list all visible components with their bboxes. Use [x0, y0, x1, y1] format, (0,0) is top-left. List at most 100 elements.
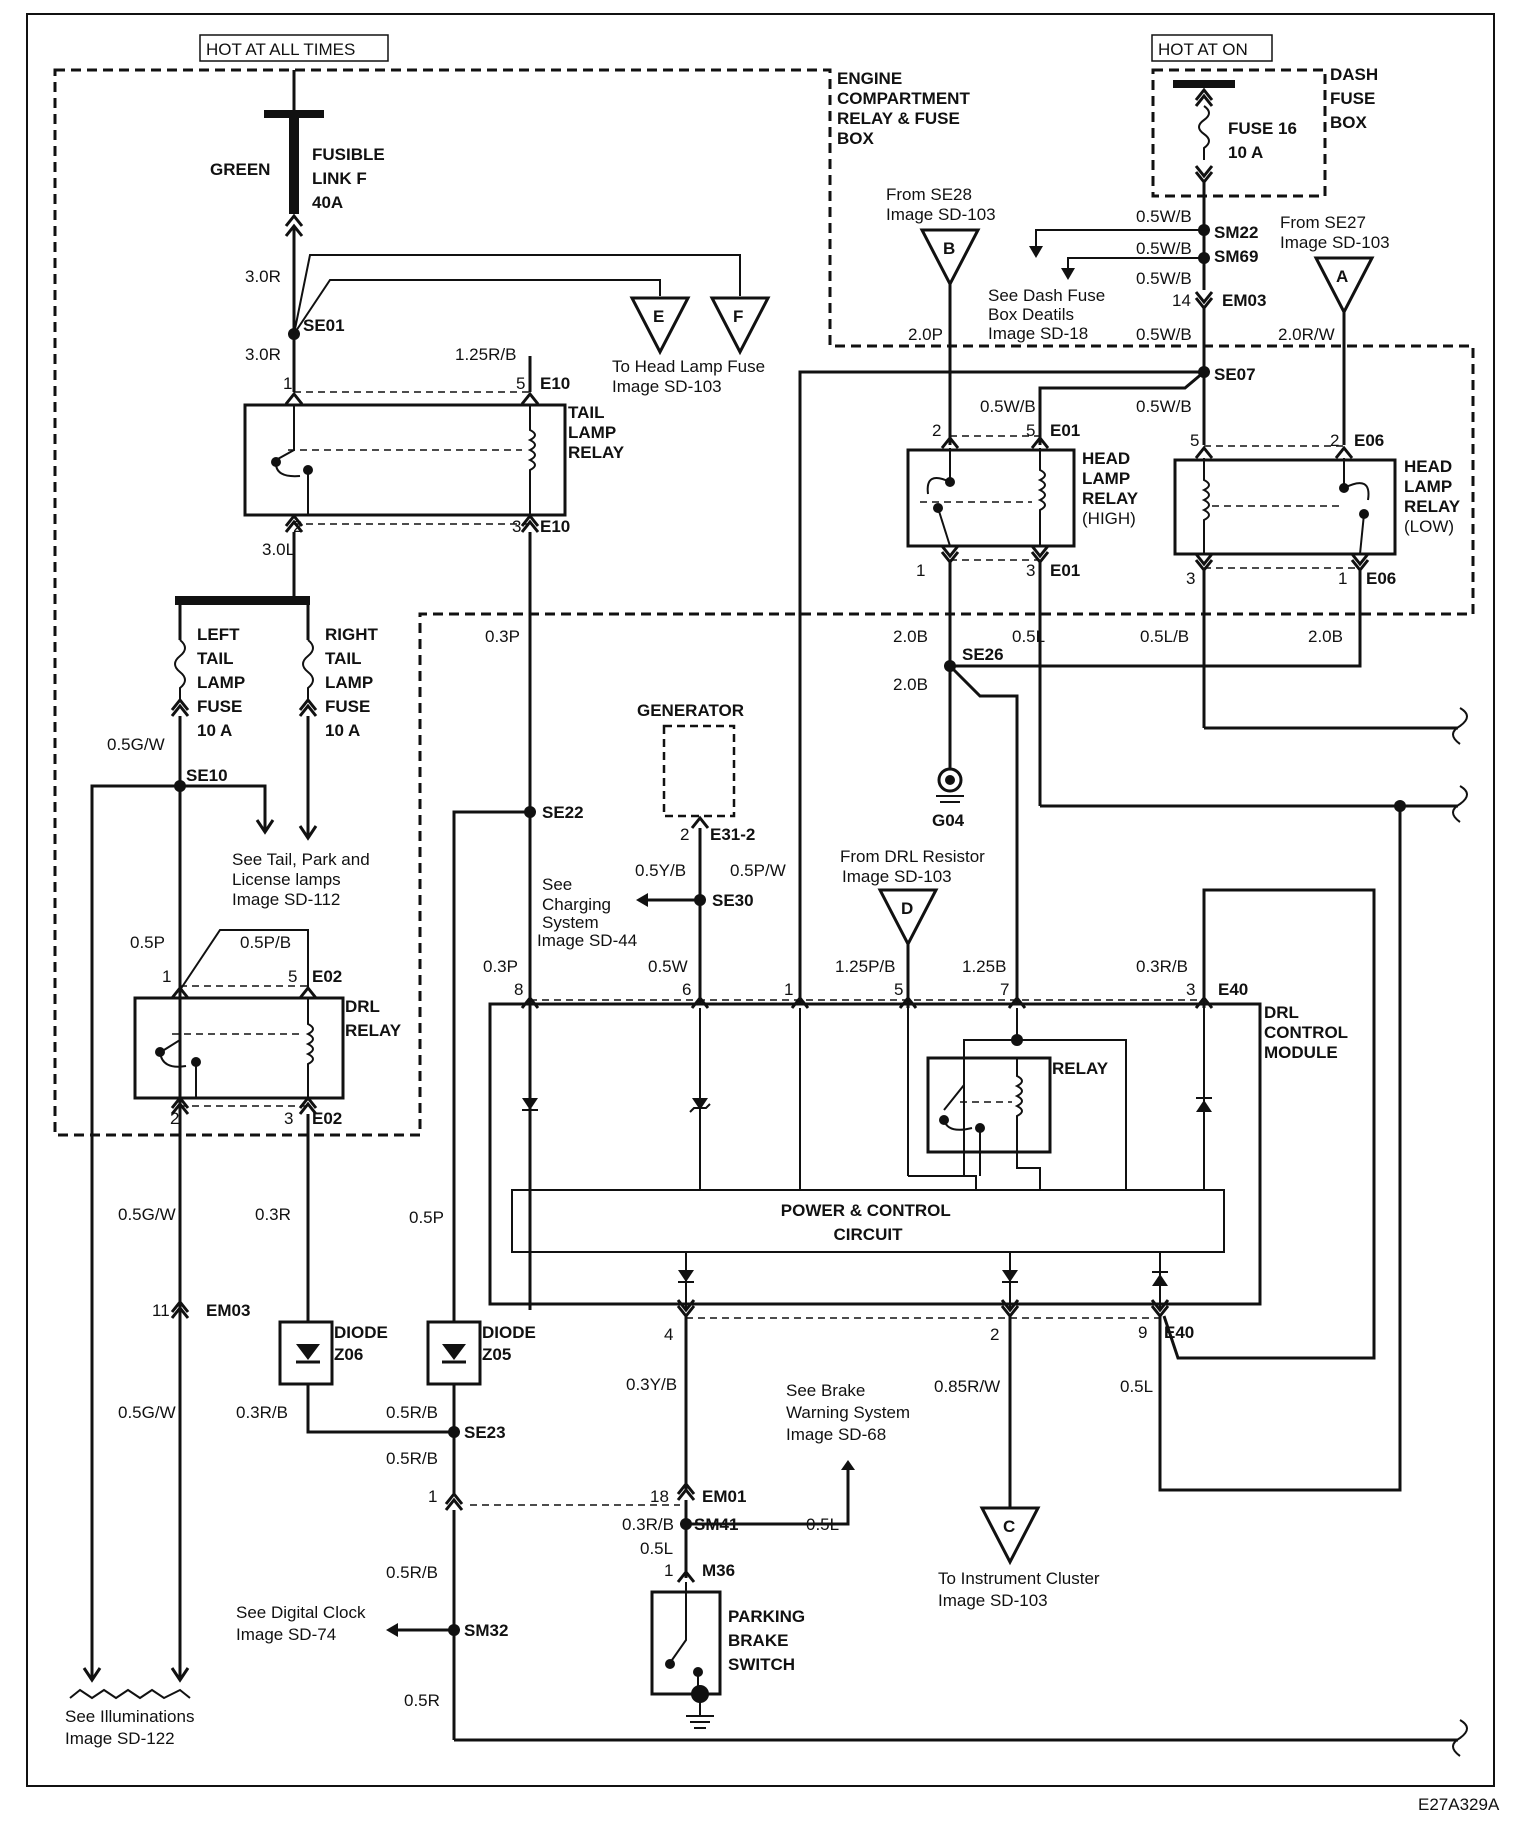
svg-text:E02: E02	[312, 1109, 342, 1128]
svg-text:2: 2	[680, 825, 689, 844]
svg-text:0.5W/B: 0.5W/B	[1136, 325, 1192, 344]
svg-text:1: 1	[283, 374, 292, 393]
hot-at-all-times-label: HOT AT ALL TIMES	[206, 40, 355, 59]
power-control-circuit	[511, 1189, 1225, 1253]
svg-text:3: 3	[1186, 569, 1195, 588]
svg-text:0.5W: 0.5W	[648, 957, 688, 976]
connector-e	[629, 296, 691, 356]
svg-text:HEAD LAMP RELAY: HEAD LAMP RELAY	[1404, 457, 1461, 516]
dash-fuse-box-enclosure	[1151, 68, 1327, 198]
svg-text:5: 5	[1026, 421, 1035, 440]
svg-text:0.5L: 0.5L	[806, 1515, 839, 1534]
svg-text:1: 1	[428, 1487, 437, 1506]
svg-text:SE22: SE22	[542, 803, 584, 822]
svg-text:5: 5	[1190, 431, 1199, 450]
drl-control-module	[488, 1002, 1262, 1306]
inner-relay	[926, 1056, 1052, 1154]
from-se27-note: From SE27 Image SD-103	[1280, 213, 1390, 252]
fuse16-label: FUSE 16 10 A	[1228, 119, 1302, 162]
svg-text:0.5P/W: 0.5P/W	[730, 861, 786, 880]
svg-text:3.0R: 3.0R	[245, 267, 281, 286]
svg-text:E10: E10	[540, 517, 570, 536]
dash-box-label: DASH FUSE BOX	[1330, 65, 1383, 132]
svg-text:1: 1	[784, 980, 793, 999]
svg-text:1.25B: 1.25B	[962, 957, 1006, 976]
svg-text:RELAY: RELAY	[1052, 1059, 1109, 1078]
head-lamp-relay-low	[1173, 458, 1397, 556]
svg-text:1: 1	[1338, 569, 1347, 588]
svg-text:0.5P: 0.5P	[130, 933, 165, 952]
svg-text:18: 18	[650, 1487, 669, 1506]
illuminations-note: See Illuminations Image SD-122	[65, 1707, 199, 1748]
svg-text:(LOW): (LOW)	[1404, 517, 1454, 536]
head-lamp-fuse-note: To Head Lamp Fuse Image SD-103	[612, 357, 770, 396]
svg-text:2: 2	[1330, 431, 1339, 450]
svg-text:0.3P: 0.3P	[483, 957, 518, 976]
from-se28-note: From SE28 Image SD-103	[886, 185, 996, 224]
fusible-link-bar	[264, 110, 324, 118]
svg-text:0.5R/B: 0.5R/B	[386, 1563, 438, 1582]
svg-text:EM03: EM03	[1222, 291, 1266, 310]
svg-text:2.0B: 2.0B	[893, 675, 928, 694]
tail-park-note: See Tail, Park and License lamps Image S…	[232, 850, 374, 909]
svg-text:4: 4	[664, 1325, 673, 1344]
svg-text:1.25P/B: 1.25P/B	[835, 957, 896, 976]
svg-text:E01: E01	[1050, 421, 1080, 440]
svg-text:SM32: SM32	[464, 1621, 508, 1640]
svg-text:0.3P: 0.3P	[485, 627, 520, 646]
svg-text:C: C	[1003, 1517, 1015, 1536]
head-lamp-relay-high	[906, 448, 1076, 548]
fusible-link-label: FUSIBLE LINK F 40A	[312, 145, 389, 212]
svg-text:0.5G/W: 0.5G/W	[118, 1205, 176, 1224]
diagram-border	[26, 13, 1495, 1787]
hot-at-on-label: HOT AT ON	[1158, 40, 1248, 59]
svg-text:0.5W/B: 0.5W/B	[1136, 239, 1192, 258]
svg-text:0.5P: 0.5P	[409, 1208, 444, 1227]
dash-fuse-details-note: See Dash Fuse Box Deatils Image SD-18	[988, 286, 1110, 343]
svg-text:0.3R: 0.3R	[255, 1205, 291, 1224]
svg-text:2: 2	[170, 1109, 179, 1128]
svg-text:6: 6	[682, 980, 691, 999]
svg-text:D: D	[901, 899, 913, 918]
left-tail-fuse-label: LEFT TAIL LAMP FUSE 10 A	[197, 625, 250, 740]
svg-text:0.5W/B: 0.5W/B	[1136, 397, 1192, 416]
svg-text:0.5G/W: 0.5G/W	[107, 735, 165, 754]
svg-text:0.5W/B: 0.5W/B	[1136, 207, 1192, 226]
connector-c	[979, 1506, 1041, 1566]
svg-text:2.0P: 2.0P	[908, 325, 943, 344]
footer-code: E27A329A	[1418, 1795, 1500, 1814]
svg-text:0.5L: 0.5L	[1012, 627, 1045, 646]
svg-text:0.3R/B: 0.3R/B	[1136, 957, 1188, 976]
connector-f	[709, 296, 771, 356]
svg-text:SM69: SM69	[1214, 247, 1258, 266]
drl-resistor-note: From DRL Resistor Image SD-103	[840, 847, 990, 886]
svg-text:SM22: SM22	[1214, 223, 1258, 242]
hot-at-all-times-enclosure	[53, 68, 1475, 1137]
svg-text:E01: E01	[1050, 561, 1080, 580]
svg-text:2: 2	[293, 517, 302, 536]
svg-text:E40: E40	[1218, 980, 1248, 999]
svg-text:0.5G/W: 0.5G/W	[118, 1403, 176, 1422]
svg-text:0.5R/B: 0.5R/B	[386, 1403, 438, 1422]
drl-relay	[133, 996, 345, 1100]
svg-text:SE01: SE01	[303, 316, 345, 335]
connector-d	[877, 888, 939, 948]
svg-text:0.5W/B: 0.5W/B	[980, 397, 1036, 416]
brake-warning-note: See Brake Warning System Image SD-68	[786, 1381, 915, 1444]
svg-text:E02: E02	[312, 967, 342, 986]
svg-text:(HIGH): (HIGH)	[1082, 509, 1136, 528]
svg-text:3: 3	[1186, 980, 1195, 999]
instrument-cluster-note: To Instrument Cluster Image SD-103	[938, 1569, 1104, 1610]
connector-b	[919, 228, 981, 288]
svg-text:DRL CONTROL MODULE: DRL CONTROL MODULE	[1264, 1003, 1352, 1062]
svg-text:POWER & CONTROL CIRCUIT: POWER & CONTROL CIRCUIT	[781, 1201, 955, 1244]
svg-text:2.0R/W: 2.0R/W	[1278, 325, 1335, 344]
digital-clock-note: See Digital Clock Image SD-74	[236, 1603, 370, 1644]
svg-text:SE10: SE10	[186, 766, 228, 785]
connector-a	[1313, 256, 1375, 316]
svg-text:PARKING BRAKE SWITCH: PARKING BRAKE SWITCH	[728, 1607, 810, 1674]
right-tail-fuse-label: RIGHT TAIL LAMP FUSE 10 A	[325, 625, 383, 740]
svg-text:1: 1	[916, 561, 925, 580]
svg-text:1: 1	[664, 1561, 673, 1580]
